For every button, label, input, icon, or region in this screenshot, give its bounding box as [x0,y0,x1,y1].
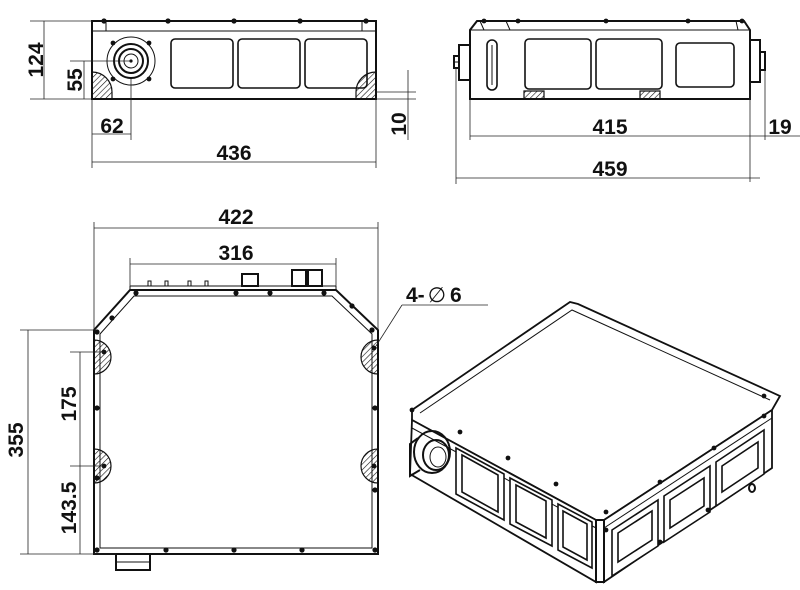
dim-top-depth: 355 [5,422,28,457]
dim-side-connector: 19 [768,116,791,139]
dim-top-connector-span: 316 [218,242,253,265]
side-view: 415 19 459 [453,18,800,184]
dim-front-foot-height: 10 [388,112,411,135]
top-view: 422 316 4-∅6 355 175 143.5 [5,206,488,571]
dim-hole-spacing: 175 [58,386,81,421]
hole-spec: 4-∅6 [406,283,462,307]
dim-front-center-height: 55 [64,68,87,92]
dim-front-height: 124 [25,42,48,77]
dim-hole-offset: 143.5 [58,481,81,534]
dim-front-width: 436 [216,142,251,165]
dim-side-length: 415 [592,116,627,139]
dim-top-width: 422 [218,206,253,229]
iso-connector [409,430,451,478]
diameter-symbol: ∅ [428,283,446,307]
front-view: 124 55 62 436 10 [25,18,416,168]
hole-spec-diameter: 6 [450,284,462,307]
dim-side-total: 459 [592,158,627,181]
hole-spec-prefix: 4- [406,284,425,307]
isometric-view [409,301,782,584]
dim-front-center-offset: 62 [100,115,123,138]
